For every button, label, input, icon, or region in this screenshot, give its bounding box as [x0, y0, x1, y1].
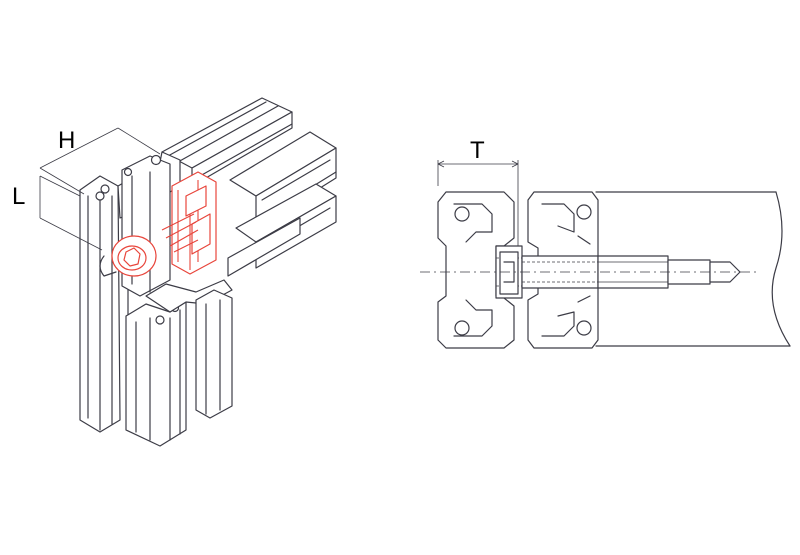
vertical-profile-right	[195, 289, 233, 419]
connector-highlight	[111, 171, 217, 277]
dimension-H: H	[39, 127, 161, 195]
section-view: T	[420, 137, 791, 349]
label-T: T	[470, 137, 485, 164]
dimension-T: T	[437, 137, 519, 246]
dimension-L: L	[12, 175, 103, 251]
clip-detail	[99, 255, 117, 277]
connector-section	[495, 245, 741, 299]
isometric-assembly: H L	[12, 97, 337, 447]
label-L: L	[12, 183, 25, 210]
horizontal-profile-upper	[161, 97, 337, 277]
profile-section-left	[437, 191, 515, 349]
long-profile	[595, 191, 791, 347]
label-H: H	[58, 127, 75, 154]
